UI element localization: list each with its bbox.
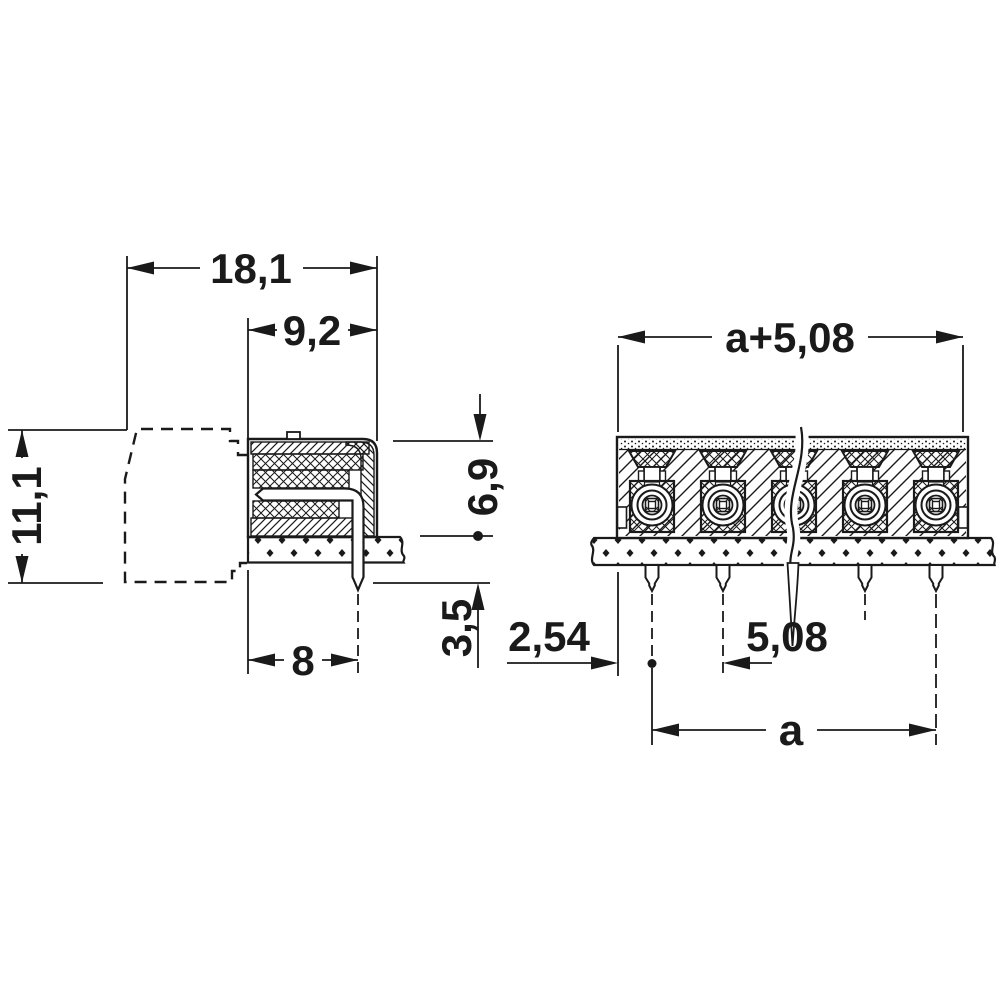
solder-pin-2 (715, 564, 731, 592)
break-line (783, 425, 809, 647)
pin-position-1 (627, 449, 677, 534)
centerline-dot-pin-1 (647, 659, 657, 668)
dimension-annotations: 18,1 9,2 11,1 6,9 (3, 245, 964, 755)
dim-overall-depth-label: 18,1 (210, 245, 292, 292)
body-bottom-wall-hatch (250, 517, 354, 537)
dim-pin-span-label: a (779, 706, 804, 755)
pin-position-4 (840, 449, 890, 534)
arrowhead (473, 414, 487, 441)
dim-pin-below-board-label: 3,5 (433, 599, 480, 657)
front-view (590, 425, 997, 745)
side-view (123, 427, 406, 674)
arrowhead (350, 261, 377, 275)
dim-shroud-depth: 9,2 (247, 307, 377, 438)
dim-edge-to-first-pin: 2,54 (507, 572, 619, 676)
arrowhead (248, 323, 275, 337)
dim-overall-depth: 18,1 (126, 245, 378, 441)
dim-front-to-pin: 8 (247, 570, 358, 684)
body-rear-wall-hatch (345, 441, 375, 537)
solder-pin-5 (928, 564, 944, 592)
body-right-notch (957, 506, 969, 529)
dim-total-height-label: 11,1 (3, 466, 50, 545)
dim-pin-below-board: 3,5 (373, 582, 490, 668)
dim-edge-to-first-pin-label: 2,54 (508, 613, 590, 660)
pin-position-2 (698, 449, 748, 534)
mating-plug-outline (123, 427, 247, 584)
body-top-latch (286, 431, 301, 440)
dim-overall-width-label: a+5,08 (725, 314, 855, 361)
body-top-speckle-band (619, 439, 966, 449)
solder-pin-side (254, 487, 365, 593)
arrowhead (331, 653, 358, 667)
dim-shroud-depth-label: 9,2 (283, 307, 341, 354)
body-insert-hatch-2 (252, 469, 350, 489)
dim-pin-pitch-label: 5,08 (746, 613, 828, 660)
dim-body-height: 6,9 (393, 394, 506, 541)
dim-front-to-pin-label: 8 (291, 637, 314, 684)
dim-pin-span: a (652, 706, 936, 755)
arrowhead (909, 723, 936, 737)
arrowhead (936, 330, 963, 344)
arrowhead (618, 330, 645, 344)
body-insert-hatch-1 (252, 453, 364, 471)
arrowhead (127, 261, 154, 275)
arrowhead (591, 656, 618, 670)
pin-position-5 (911, 449, 961, 534)
pcb-side (246, 535, 406, 564)
dim-pin-pitch: 5,08 (723, 613, 828, 670)
arrowhead (248, 653, 275, 667)
dim-overall-width: a+5,08 (617, 314, 964, 432)
solder-pin-1 (644, 564, 660, 592)
arrowhead (15, 430, 29, 457)
arrowhead (350, 323, 377, 337)
body-left-notch (616, 506, 628, 529)
solder-pin-4 (857, 564, 873, 592)
dim-total-height: 11,1 (3, 429, 127, 584)
body-insert-hatch-3 (252, 500, 340, 519)
dim-body-height-label: 6,9 (459, 458, 506, 516)
arrowhead (652, 723, 679, 737)
arrowhead (15, 556, 29, 583)
